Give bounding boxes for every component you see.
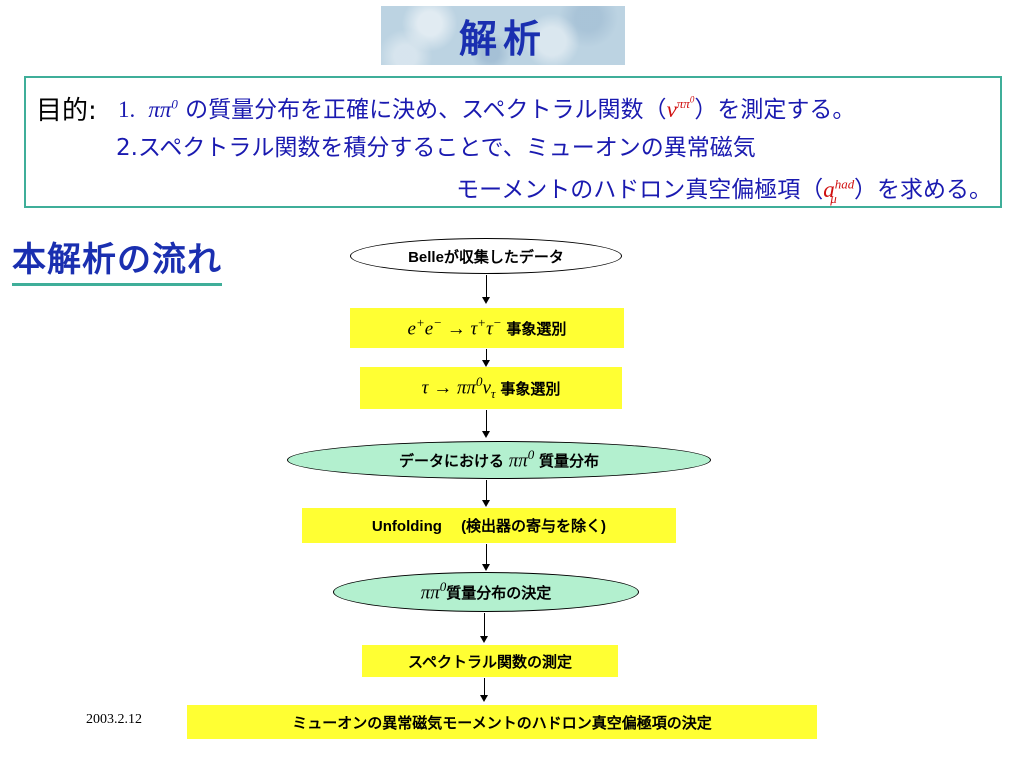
spectral-function-symbol: vππ0 xyxy=(666,95,695,122)
flow-arrow xyxy=(482,480,490,507)
flow-node-data-mass-distribution: データにおける ππ0 質量分布 xyxy=(287,441,711,479)
flow-node-label: 事象選別 xyxy=(500,380,561,398)
flow-node-mass-distribution-result: ππ0 質量分布の決定 xyxy=(333,572,639,612)
page-title: 解析 xyxy=(458,17,547,61)
flow-node-label: 事象選別 xyxy=(506,320,567,338)
purpose-line-1: 1. ππ0 の質量分布を正確に決め、スペクトラル関数（vππ0）を測定する。 xyxy=(118,90,855,124)
purpose-line-3: モーメントのハドロン真空偏極項（ahadμ ）を求める。 xyxy=(456,170,992,207)
flow-arrow xyxy=(482,349,490,367)
flow-node-label: ミューオンの異常磁気モーメントのハドロン真空偏極項の決定 xyxy=(292,714,712,732)
item-number-1: 1. xyxy=(118,97,136,122)
flow-node-spectral-function: スペクトラル関数の測定 xyxy=(362,645,618,677)
purpose-box: 目的: 1. ππ0 の質量分布を正確に決め、スペクトラル関数（vππ0）を測定… xyxy=(24,76,1002,208)
flow-header: 本解析の流れ xyxy=(12,232,222,286)
tau-pair-formula: e+e− → τ+τ− xyxy=(407,315,502,340)
pi-pi0-symbol: ππ0 xyxy=(142,96,178,122)
flow-node-hadronic-vacuum-polarization: ミューオンの異常磁気モーメントのハドロン真空偏極項の決定 xyxy=(187,705,817,739)
tau-decay-formula: τ → ππ0ντ xyxy=(421,373,496,402)
flow-node-label: スペクトラル関数の測定 xyxy=(408,653,572,671)
purpose-line-1-end: ）を測定する。 xyxy=(694,97,856,123)
purpose-line-3-end: ）を求める。 xyxy=(854,177,992,203)
flow-arrow xyxy=(480,678,488,702)
flow-arrow xyxy=(482,544,490,571)
flow-node-tau-pair-selection: e+e− → τ+τ− 事象選別 xyxy=(350,308,624,348)
flow-node-label: 質量分布の決定 xyxy=(446,584,552,602)
title-banner: 解析 xyxy=(381,6,625,65)
flow-node-unfolding: Unfolding (検出器の寄与を除く) xyxy=(302,508,676,543)
slide-date: 2003.2.12 xyxy=(86,712,142,727)
pi-pi0-symbol: ππ0 xyxy=(420,579,447,604)
flow-node-label: Belleが収集したデータ xyxy=(408,248,564,266)
purpose-line-1-text: の質量分布を正確に決め、スペクトラル関数（ xyxy=(177,97,667,123)
a-mu-had-symbol: ahadμ xyxy=(823,176,855,206)
flow-arrow xyxy=(482,410,490,438)
flow-arrow xyxy=(480,613,488,643)
purpose-line-3-text: モーメントのハドロン真空偏極項（ xyxy=(456,177,824,203)
flow-node-label: データにおける xyxy=(398,452,504,470)
purpose-label: 目的: xyxy=(36,96,97,126)
flow-node-belle-data: Belleが収集したデータ xyxy=(350,238,622,274)
flow-node-label-suffix: 質量分布 xyxy=(539,452,600,470)
flow-node-label: Unfolding (検出器の寄与を除く) xyxy=(371,518,607,535)
pi-pi0-symbol: ππ0 xyxy=(503,447,535,472)
flow-arrow xyxy=(482,275,490,304)
flow-node-tau-decay-selection: τ → ππ0ντ 事象選別 xyxy=(360,367,622,409)
purpose-line-2: 2.スペクトラル関数を積分することで、ミューオンの異常磁気 xyxy=(116,135,756,161)
